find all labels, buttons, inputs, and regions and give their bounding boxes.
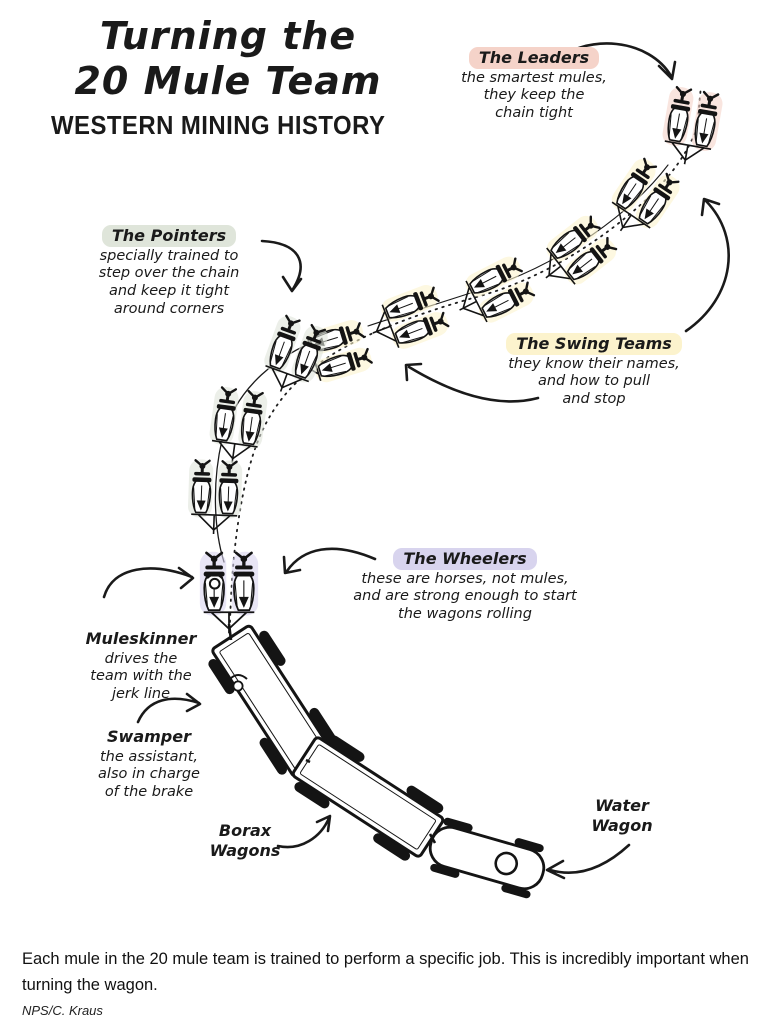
mule-pair-leaders (658, 85, 723, 169)
swing-teams-label: The Swing Teams (506, 333, 682, 355)
mule-pair-swing (448, 253, 538, 334)
borax-wagons-annotation: Borax Wagons (186, 821, 304, 862)
swamper-description: the assistant, also in charge of the bra… (98, 748, 200, 800)
swing-right-arrow (684, 197, 730, 333)
swing-teams-annotation: The Swing Teams they know their names, a… (472, 333, 716, 409)
swamper-figure (229, 674, 248, 692)
brand-row: WESTERN MINING HISTORY (44, 110, 414, 141)
muleskinner-arrow (102, 566, 195, 599)
muleskinner-label: Muleskinner (85, 629, 197, 648)
swamper-label: Swamper (107, 727, 191, 746)
mule-pair-pointers (206, 386, 268, 467)
swamper-arrow (136, 692, 202, 724)
leaders-annotation: The Leaders the smartest mules, they kee… (428, 47, 640, 123)
muleskinner-description: drives the team with the jerk line (90, 650, 192, 702)
team-layer (187, 85, 723, 903)
wheelers-description: these are horses, not mules, and are str… (353, 570, 577, 622)
pointers-description: specially trained to step over the chain… (98, 247, 240, 317)
caption-credit: NPS/C. Kraus (22, 1003, 103, 1018)
pointers-annotation: The Pointers specially trained to step o… (58, 225, 280, 318)
brand-text: WESTERN MINING HISTORY (51, 110, 386, 140)
mule-pair-swing (530, 211, 621, 298)
water-arrow (545, 843, 631, 880)
mule-pair-swing (363, 282, 451, 358)
water-wagon (422, 813, 552, 903)
pointers-arrow (260, 239, 303, 293)
page-title: Turning the 20 Mule Team (74, 14, 382, 103)
wheelers-label: The Wheelers (393, 548, 537, 570)
borax-wagons-label: Borax Wagons (209, 821, 281, 860)
leaders-description: the smartest mules, they keep the chain … (461, 69, 607, 121)
mule-pair-pointers (256, 313, 331, 401)
caption-text: Each mule in the 20 mule team is trained… (22, 950, 749, 995)
swing-left-arrow (404, 362, 540, 403)
wagon-hitches (227, 623, 437, 844)
leaders-label: The Leaders (468, 47, 600, 69)
water-wagon-label: Water Wagon (591, 796, 653, 835)
chain-dotted-line (229, 85, 702, 623)
borax-arrow (276, 814, 332, 849)
mule-pair-wheelers (199, 551, 259, 633)
swamper-annotation: Swamper the assistant, also in charge of… (56, 727, 242, 802)
borax-wagon (284, 725, 452, 869)
wheelers-annotation: The Wheelers these are horses, not mules… (322, 548, 608, 624)
wheelers-arrow (282, 547, 377, 575)
mule-pair-swing (599, 155, 684, 246)
water-wagon-annotation: Water Wagon (566, 796, 678, 837)
mule-pair-pointers (187, 459, 243, 535)
muleskinner-figure (206, 573, 224, 590)
swing-teams-description: they know their names, and how to pull a… (508, 355, 680, 407)
pointers-label: The Pointers (101, 225, 237, 247)
muleskinner-annotation: Muleskinner drives the team with the jer… (62, 629, 220, 704)
